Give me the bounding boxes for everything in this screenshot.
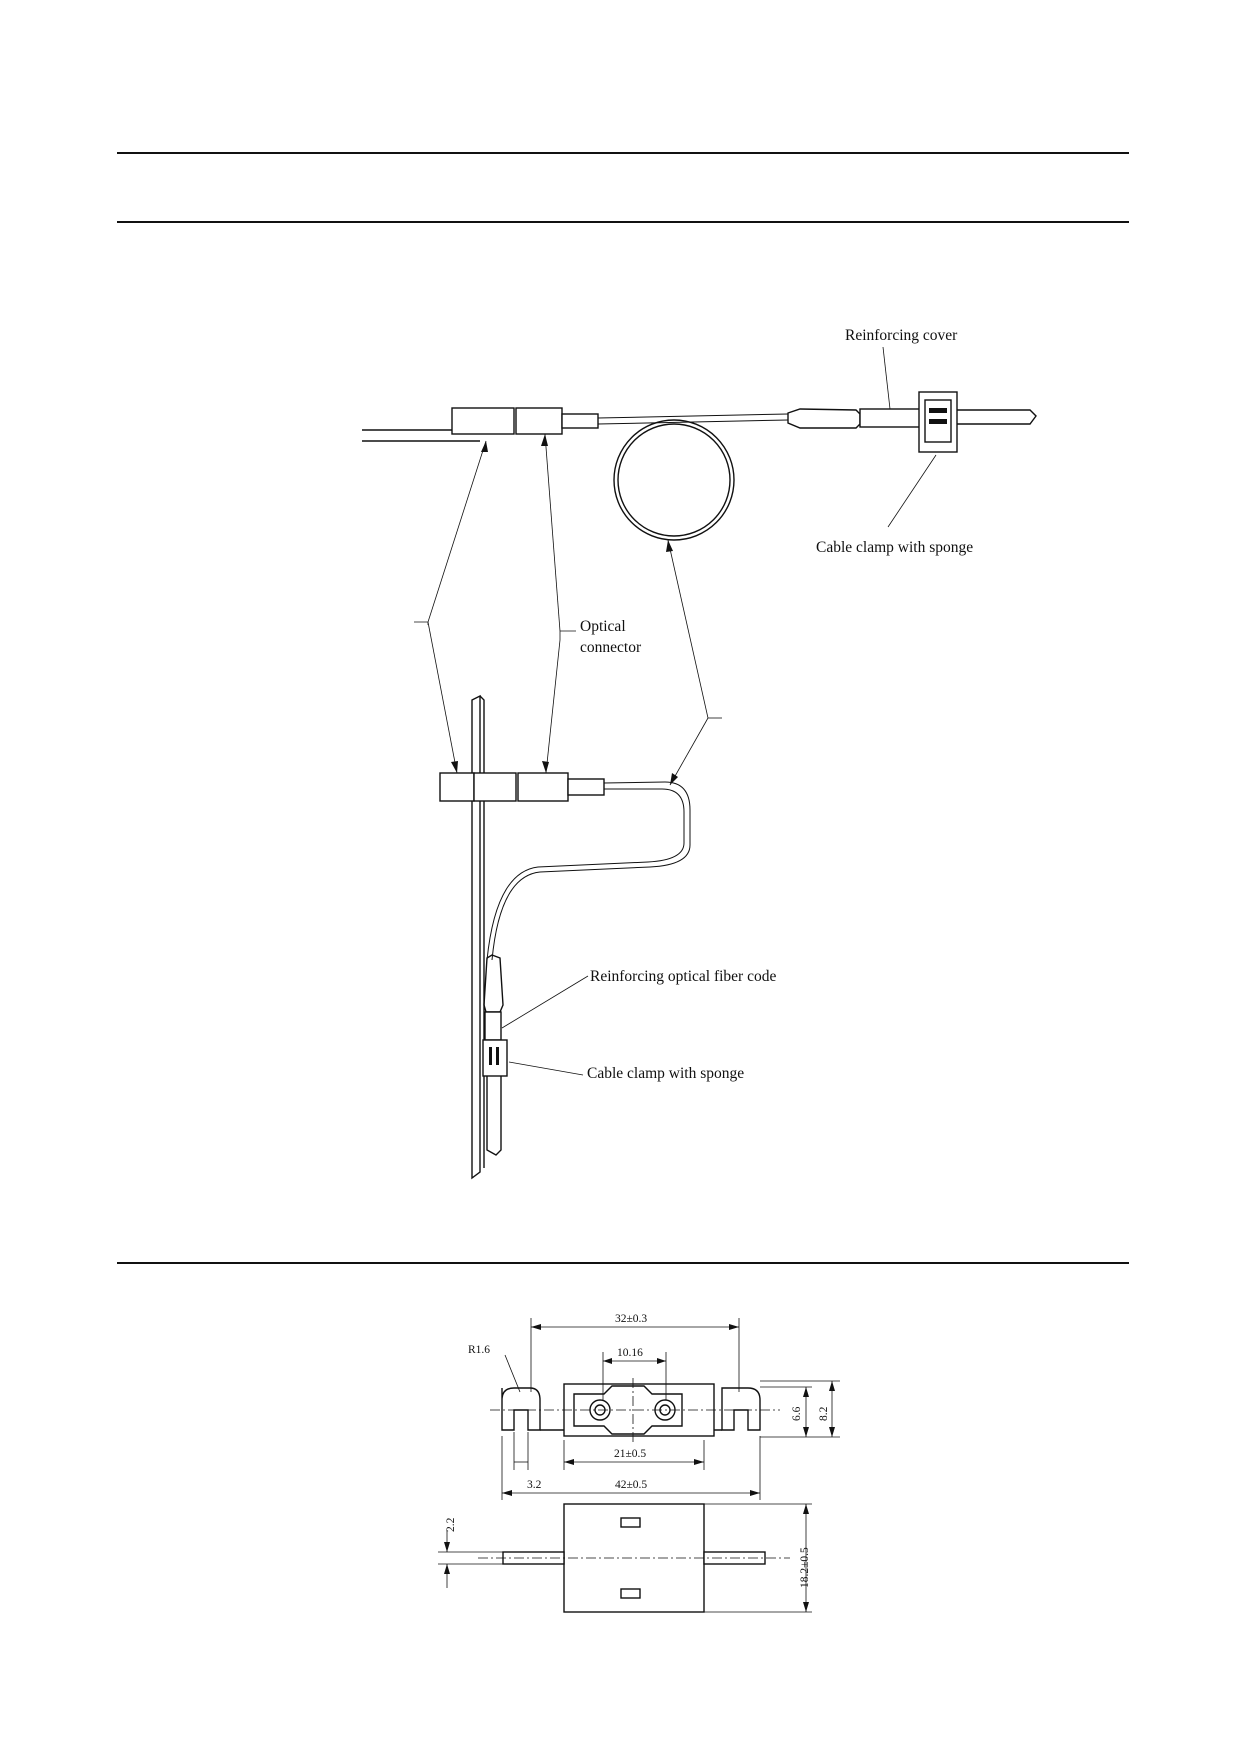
vertical-panel	[471, 694, 485, 1180]
connector-bracket-leaders	[541, 433, 576, 774]
top-optical-connector	[451, 407, 789, 435]
optical-connector-label-line1: Optical	[580, 618, 626, 635]
cable-clamp-top-label: Cable clamp with sponge	[816, 539, 973, 556]
section-rule	[117, 1262, 1129, 1264]
dim-height-small: 6.6	[791, 1406, 803, 1421]
clamp-dimension-drawing: 32±0.3 10.16 R1.6 21±0.5 3.2 42±0.5 6.6 …	[438, 1313, 840, 1613]
top-cable-clamp	[918, 391, 1037, 453]
front-view-dimensions	[438, 1503, 812, 1613]
cable-clamp-top-leader	[887, 454, 937, 528]
reinforcing-cover-boot	[787, 408, 921, 429]
bottom-fiber-route	[486, 781, 691, 961]
coil-bracket-leaders	[666, 539, 722, 786]
reinforcing-fiber-boot	[483, 954, 504, 1041]
cable-clamp-bottom-label: Cable clamp with sponge	[587, 1065, 744, 1082]
reinforcing-cover-leader	[882, 346, 891, 410]
reinforcing-fiber-code-leader	[501, 975, 589, 1029]
clamp-top-view	[490, 1378, 780, 1442]
top-rule	[117, 152, 1129, 154]
bottom-optical-connector	[439, 772, 605, 802]
fiber-coil	[613, 419, 735, 541]
dim-thickness: 2.2	[445, 1517, 457, 1532]
clamp-front-view	[478, 1503, 790, 1613]
dim-radius: R1.6	[468, 1344, 490, 1356]
header-rule	[117, 221, 1129, 223]
reinforcing-fiber-code-label: Reinforcing optical fiber code	[590, 968, 776, 985]
dim-depth: 18.2±0.5	[799, 1547, 811, 1588]
cable-clamp-bottom-leader	[508, 1061, 584, 1076]
optical-connector-label-line2: connector	[580, 639, 642, 656]
dim-body-width: 21±0.5	[614, 1448, 646, 1460]
top-view-dimensions	[501, 1318, 840, 1500]
left-bracket-leaders	[414, 440, 488, 774]
dim-overall-width: 42±0.5	[615, 1479, 647, 1491]
dim-pitch: 10.16	[617, 1347, 643, 1359]
dim-slot: 3.2	[527, 1479, 542, 1491]
dim-height-large: 8.2	[818, 1406, 830, 1421]
assembly-diagram: Reinforcing cover Cable clamp with spong…	[362, 327, 1037, 1180]
reinforcing-cover-label: Reinforcing cover	[845, 327, 958, 344]
dim-overall-inner: 32±0.3	[615, 1313, 647, 1325]
bottom-cable-clamp	[482, 1039, 508, 1156]
